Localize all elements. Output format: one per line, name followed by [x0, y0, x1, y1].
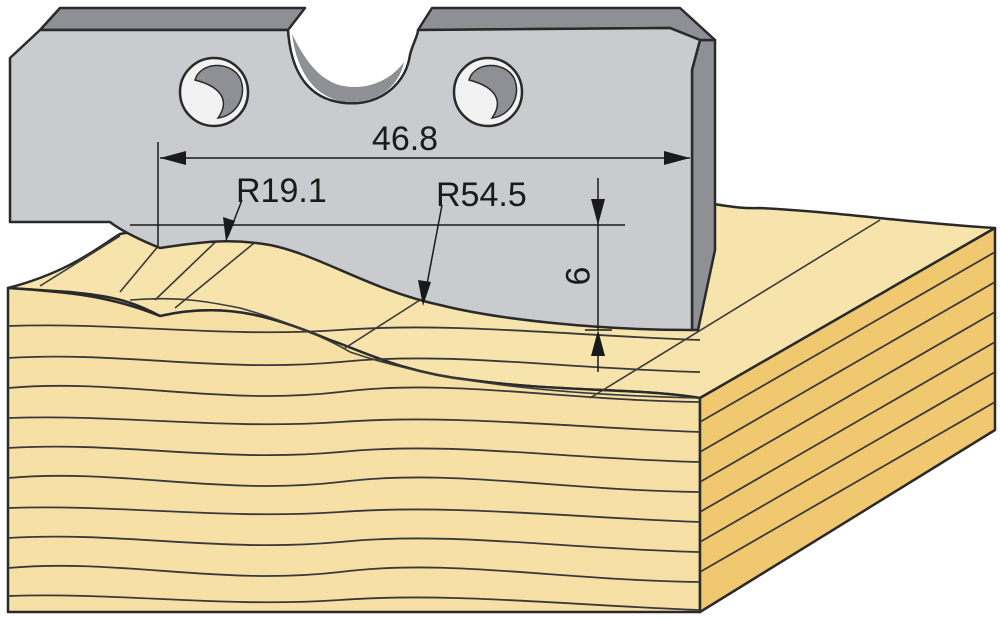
wood-grain-line: [7, 564, 701, 583]
blade-top-bevel-left: [38, 6, 307, 32]
width-arrow-right: [664, 151, 690, 165]
wood-grain-line: [7, 535, 701, 553]
depth-arrow-top: [591, 199, 605, 225]
radius-large-arrow: [418, 280, 431, 306]
wood-grain-line: [7, 416, 701, 433]
radius-small-label: R19.1: [236, 172, 327, 210]
mounting-hole-right: [452, 56, 524, 128]
wood-grain-line: [7, 594, 701, 611]
wood-side-grain: [699, 251, 996, 573]
profile-knife: [8, 6, 717, 332]
radius-small-arrow: [223, 217, 235, 242]
wood-grain-line: [7, 474, 701, 493]
notch-shading: [292, 34, 404, 103]
wood-top-ridges: [39, 219, 881, 399]
dimension-annotations: [130, 142, 690, 372]
wood-grain-line: [7, 355, 701, 373]
wood-grain-line: [7, 324, 701, 341]
wood-grain-line: [7, 506, 701, 523]
width-arrow-left: [160, 151, 186, 165]
radius-large-label: R54.5: [436, 176, 527, 214]
depth-arrow-bottom: [591, 330, 605, 356]
wood-grain-line: [7, 445, 701, 463]
mounting-hole-left: [178, 56, 250, 128]
width-label: 46.8: [372, 120, 438, 158]
wood-front-grain: [7, 324, 701, 611]
depth-label: 9: [558, 267, 596, 286]
wood-grain-line: [7, 384, 701, 403]
